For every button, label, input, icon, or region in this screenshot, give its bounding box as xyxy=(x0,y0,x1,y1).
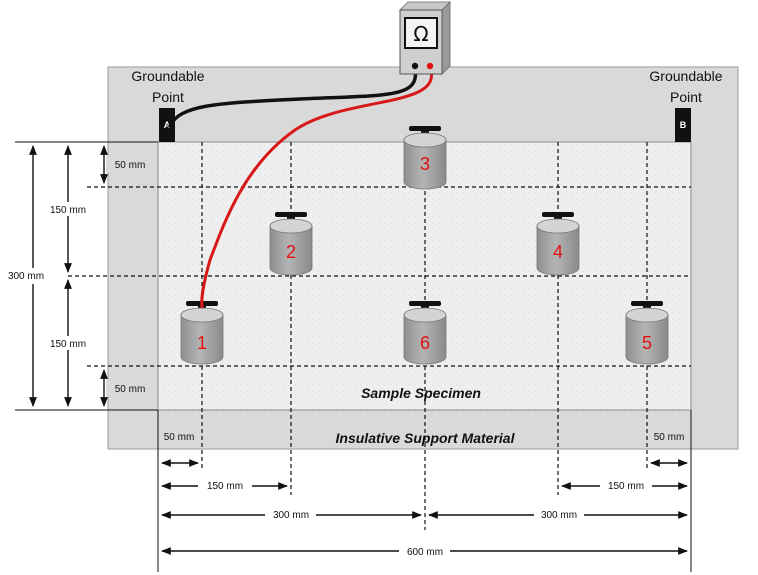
weight-5-number: 5 xyxy=(642,333,652,353)
dim-horizontal-right-300: 300 mm xyxy=(541,510,577,521)
specimen-grid xyxy=(68,142,691,530)
weight-5: 5 xyxy=(625,301,669,365)
weight-4: 4 xyxy=(536,212,580,276)
ohmmeter-display xyxy=(404,17,438,49)
terminal-b xyxy=(675,108,691,142)
weight-6: 6 xyxy=(403,301,447,365)
groundable-point-right-line2: Point xyxy=(670,89,702,105)
black-test-lead xyxy=(168,66,418,128)
dim-horizontal-right-50: 50 mm xyxy=(654,432,685,443)
weight-2-number: 2 xyxy=(286,242,296,262)
groundable-point-left-line1: Groundable xyxy=(131,68,204,84)
dim-horizontal-600: 600 mm xyxy=(407,547,443,558)
weight-6-number: 6 xyxy=(420,333,430,353)
dim-horizontal-left-150: 150 mm xyxy=(207,481,243,492)
sample-specimen-label: Sample Specimen xyxy=(361,385,481,401)
dim-vertical-300: 300 mm xyxy=(8,271,44,282)
terminal-a xyxy=(159,108,175,142)
meter-terminal-black xyxy=(411,62,419,70)
ohmmeter: Ω xyxy=(399,1,451,75)
dim-vertical-bottom-50: 50 mm xyxy=(115,384,146,395)
terminal-b-label: B xyxy=(680,120,687,130)
ohm-symbol: Ω xyxy=(413,22,428,46)
weight-3: 3 xyxy=(403,126,447,190)
meter-terminal-red xyxy=(426,62,434,70)
dim-vertical-top-50: 50 mm xyxy=(115,160,146,171)
groundable-point-right-line1: Groundable xyxy=(649,68,722,84)
insulative-support-label: Insulative Support Material xyxy=(336,430,516,446)
dim-horizontal-left-50: 50 mm xyxy=(164,432,195,443)
weight-1: 1 xyxy=(180,301,224,365)
groundable-point-left-line2: Point xyxy=(152,89,184,105)
red-test-lead xyxy=(200,66,433,309)
terminal-a-label: A xyxy=(164,120,171,130)
horizontal-dimensions xyxy=(161,459,688,555)
weight-2: 2 xyxy=(269,212,313,276)
dim-horizontal-left-300: 300 mm xyxy=(273,510,309,521)
weight-3-number: 3 xyxy=(420,154,430,174)
weight-4-number: 4 xyxy=(553,242,563,262)
extension-lines xyxy=(15,141,692,572)
dim-vertical-150-upper: 150 mm xyxy=(50,205,86,216)
dim-horizontal-right-150: 150 mm xyxy=(608,481,644,492)
weight-1-number: 1 xyxy=(197,333,207,353)
dim-vertical-150-lower: 150 mm xyxy=(50,339,86,350)
